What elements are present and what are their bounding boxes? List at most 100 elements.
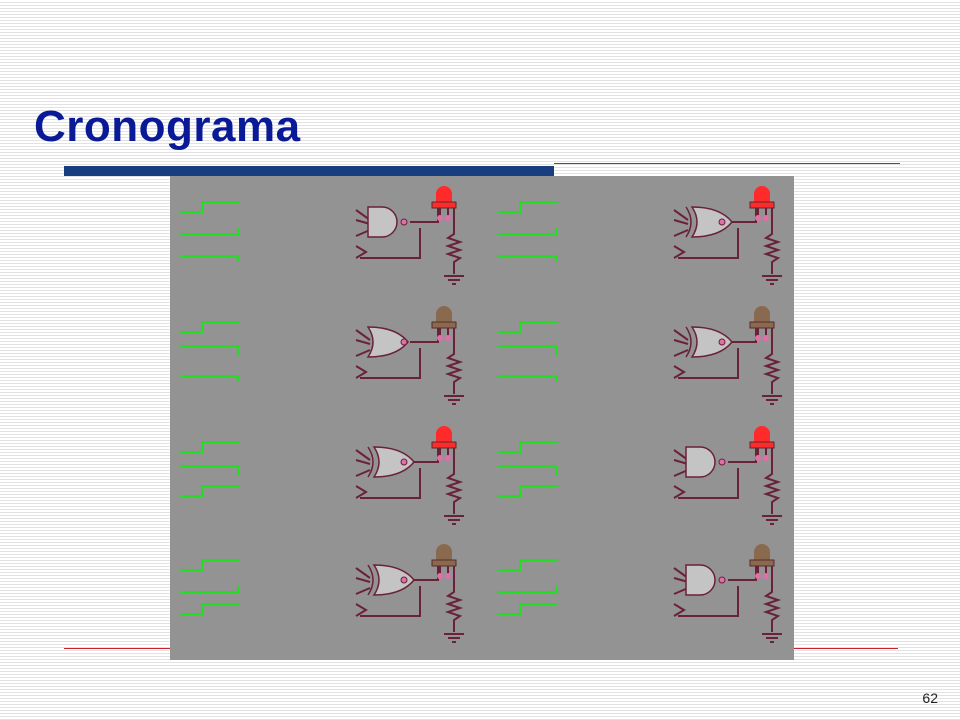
circuit-cell (498, 306, 782, 405)
output-node (400, 458, 408, 466)
simulation-panel (170, 176, 794, 660)
led-base (749, 201, 775, 209)
led-indicator (749, 426, 775, 461)
waveform (180, 345, 239, 356)
output-wire (410, 564, 439, 581)
waveform (498, 485, 558, 497)
waveform (180, 228, 239, 235)
led-indicator (431, 544, 457, 579)
gate-body (685, 446, 716, 478)
waveform (180, 465, 239, 476)
led-pin (437, 215, 443, 221)
led-base (431, 441, 457, 449)
feedback-wire (360, 468, 421, 499)
input-wire (355, 339, 371, 345)
waveform (498, 201, 558, 213)
circuit-cell (180, 426, 464, 525)
feedback-arrow (355, 245, 368, 259)
output-wire (728, 206, 757, 223)
circuit-cell (498, 186, 782, 285)
waveform (180, 586, 239, 593)
input-wire (355, 577, 371, 583)
led-base (749, 321, 775, 329)
output-node (718, 458, 726, 466)
resistor (444, 206, 464, 274)
led-pin (763, 335, 769, 341)
accent-bar (64, 166, 554, 176)
input-wire (673, 229, 689, 237)
waveform (498, 255, 557, 262)
feedback-arrow (673, 365, 686, 379)
ground-symbol (762, 633, 782, 643)
input-wire (355, 449, 371, 461)
feedback-wire (678, 468, 739, 499)
led-dome (436, 544, 452, 560)
page-number: 62 (922, 690, 938, 706)
circuit-diagram (180, 186, 782, 643)
bottom-rule-right (794, 648, 898, 649)
circuit-cell (498, 544, 782, 643)
resistor (444, 564, 464, 632)
waveform (180, 375, 239, 382)
feedback-arrow (355, 603, 368, 617)
led-pin (445, 573, 451, 579)
input-wire (355, 567, 371, 579)
output-node (718, 338, 726, 346)
led-indicator (749, 186, 775, 221)
waveform (180, 255, 239, 262)
resistor (762, 206, 782, 274)
output-wire (728, 564, 757, 581)
xor-gate (685, 326, 733, 358)
led-dome (754, 186, 770, 202)
output-wire (728, 326, 757, 343)
top-rule (554, 163, 900, 164)
waveform (180, 201, 240, 213)
input-wire (355, 587, 371, 595)
led-pin (755, 573, 761, 579)
feedback-arrow (673, 245, 686, 259)
output-node (400, 576, 408, 584)
ground-symbol (444, 515, 464, 525)
led-pin (755, 335, 761, 341)
led-base (749, 441, 775, 449)
circuit-cell (180, 544, 464, 643)
xor-gate (367, 446, 415, 478)
feedback-wire (360, 228, 421, 259)
xor-curve (367, 446, 374, 478)
input-wire (673, 219, 689, 225)
bottom-rule-left (64, 648, 170, 649)
and-gate (367, 206, 408, 238)
output-node (400, 338, 408, 346)
slide-title: Cronograma (34, 102, 301, 151)
waveform (498, 465, 557, 476)
resistor (444, 326, 464, 394)
led-base (749, 559, 775, 567)
led-dome (754, 544, 770, 560)
led-pin (755, 215, 761, 221)
led-pin (763, 215, 769, 221)
ground-symbol (762, 275, 782, 285)
ground-symbol (762, 395, 782, 405)
ground-symbol (444, 275, 464, 285)
output-wire (410, 206, 439, 223)
gate-body (690, 206, 733, 238)
led-pin (445, 335, 451, 341)
feedback-wire (360, 586, 421, 617)
xor-gate (685, 206, 733, 238)
waveform (498, 321, 558, 333)
resistor (762, 564, 782, 632)
or-gate (366, 326, 409, 358)
feedback-arrow (673, 485, 686, 499)
led-pin (763, 573, 769, 579)
input-wire (673, 339, 689, 345)
led-pin (437, 335, 443, 341)
led-dome (754, 426, 770, 442)
circuit-cell (498, 426, 782, 525)
xor-curve (367, 564, 374, 596)
circuit-cell (180, 186, 464, 285)
feedback-wire (678, 586, 739, 617)
led-dome (436, 426, 452, 442)
output-node (718, 576, 726, 584)
led-pin (437, 573, 443, 579)
led-dome (436, 306, 452, 322)
